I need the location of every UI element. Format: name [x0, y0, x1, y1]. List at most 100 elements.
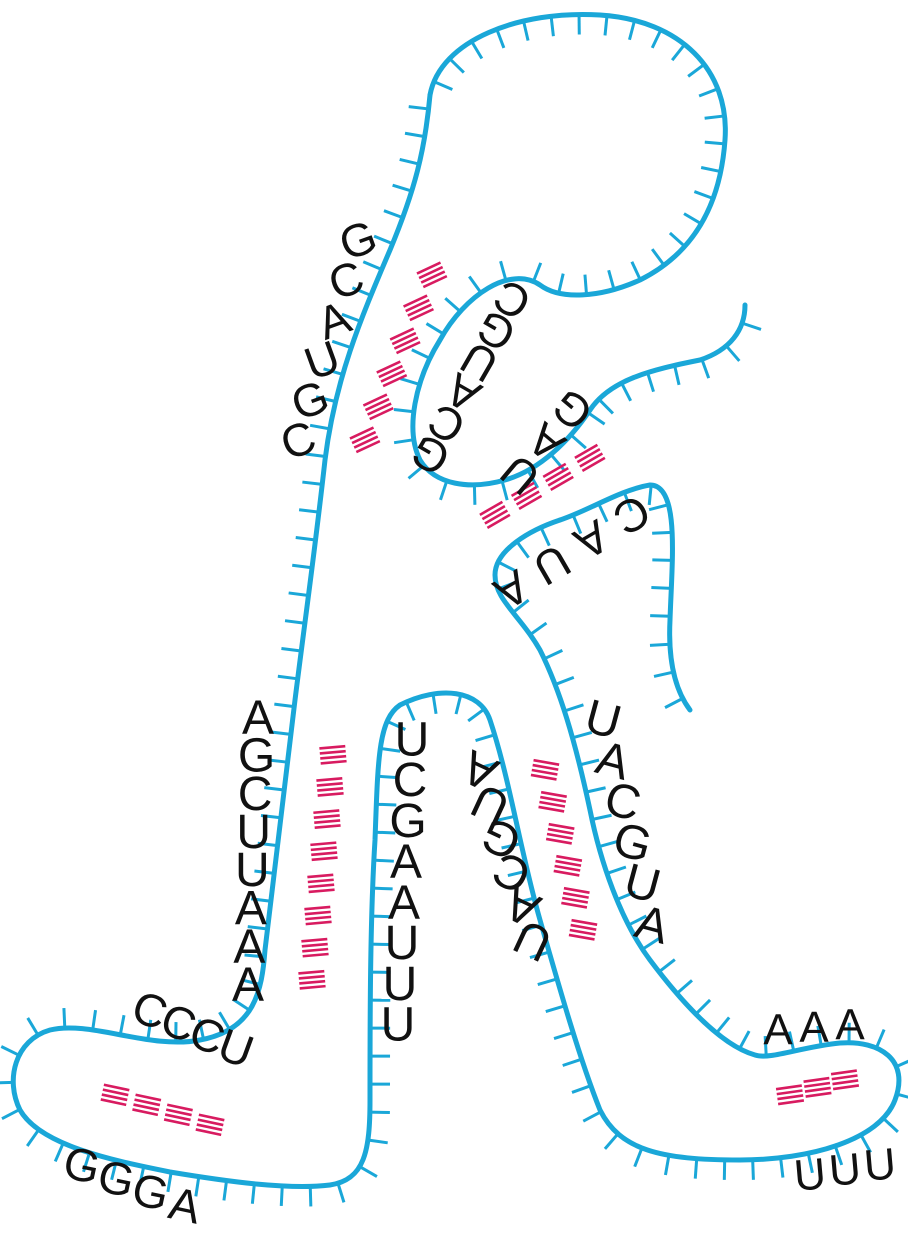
- nucleotide-tick: [670, 233, 685, 246]
- nucleotide-tick: [468, 709, 484, 721]
- base-pair-5: [349, 426, 380, 453]
- nucleotide-tick: [445, 298, 460, 311]
- nucleotide-letter: A: [232, 959, 264, 1012]
- nucleotide-tick: [433, 694, 436, 714]
- nucleotide-tick: [426, 324, 443, 334]
- nucleotide-tick: [281, 648, 301, 651]
- nucleotide-tick: [563, 1059, 582, 1065]
- nucleotide-tick: [629, 20, 634, 39]
- nucleotide-tick: [274, 704, 294, 706]
- nucleotide-tick: [474, 485, 475, 505]
- nucleotide-tick: [717, 1017, 730, 1032]
- nucleotide-tick: [394, 410, 414, 412]
- nucleotide-tick: [883, 1118, 898, 1132]
- nucleotide-tick: [605, 16, 607, 36]
- base-pair-29: [803, 1077, 831, 1098]
- nucleotide-tick: [652, 30, 661, 48]
- nucleotide-letter: A: [763, 1006, 793, 1055]
- nucleotide-tick: [384, 211, 403, 218]
- nucleotide-tick: [675, 365, 679, 384]
- nucleotide-tick: [649, 505, 668, 510]
- nucleotide-tick: [405, 133, 425, 136]
- nucleotide-tick: [546, 1006, 565, 1012]
- nucleotide-tick: [409, 107, 429, 109]
- nucleotide-tick: [469, 277, 481, 293]
- nucleotide-tick: [299, 510, 319, 512]
- base-pair-3: [376, 360, 407, 387]
- nucleotide-tick: [302, 482, 322, 484]
- nucleotide-tick: [665, 1155, 668, 1175]
- nucleotide-tick: [742, 323, 761, 329]
- nucleotide-tick: [701, 167, 721, 171]
- nucleotide-tick: [1, 1047, 19, 1056]
- nucleotide-tick: [434, 82, 452, 90]
- nucleotide-tick: [224, 1181, 227, 1201]
- nucleotide-tick: [296, 537, 316, 539]
- nucleotide-tick: [278, 676, 298, 679]
- nucleotide-tick: [27, 1130, 39, 1146]
- nucleotide-letter: U: [381, 999, 416, 1052]
- nucleotide-tick: [605, 1134, 618, 1149]
- nucleotide-tick: [876, 1030, 884, 1048]
- base-pair-21: [554, 855, 583, 877]
- nucleotide-letter: U: [827, 1144, 863, 1196]
- nucleotide-tick: [28, 1018, 38, 1035]
- nucleotide-tick: [650, 616, 670, 617]
- nucleotide-tick: [285, 621, 305, 624]
- nucleotide-tick: [695, 1159, 696, 1179]
- nucleotide-tick: [677, 980, 692, 993]
- nucleotide-tick: [64, 1008, 65, 1028]
- rna-backbone-3prime-tail: [590, 305, 745, 410]
- nucleotide-tick: [659, 960, 675, 972]
- nucleotide-tick: [530, 623, 546, 635]
- nucleotide-letter: A: [799, 1003, 829, 1052]
- nucleotide-tick: [450, 59, 464, 73]
- nucleotide-letter: U: [862, 1139, 898, 1191]
- nucleotide-letters: GCAUGCCGUACGGAUCAUAAGCUUAAAUCGAAUUUAUGCA…: [59, 209, 898, 1231]
- nucleotide-tick: [684, 214, 701, 224]
- nucleotide-tick: [360, 1167, 377, 1177]
- nucleotide-letter: U: [525, 534, 580, 596]
- nucleotide-tick: [583, 1112, 601, 1121]
- base-pair-20: [546, 823, 575, 845]
- nucleotide-letter: A: [835, 1001, 865, 1050]
- base-pair-6: [574, 444, 605, 472]
- nucleotide-tick: [649, 485, 651, 505]
- nucleotide-tick: [524, 21, 529, 40]
- nucleotide-tick: [456, 695, 461, 714]
- nucleotide-tick: [394, 440, 414, 443]
- base-pair-30: [831, 1069, 859, 1090]
- nucleotide-tick: [393, 185, 412, 191]
- nucleotide-tick: [501, 261, 506, 280]
- nucleotide-tick: [651, 587, 671, 588]
- nucleotide-tick: [599, 504, 607, 522]
- nucleotide-tick: [609, 270, 614, 289]
- base-pair-13: [310, 841, 337, 861]
- nucleotide-tick: [93, 1010, 96, 1030]
- nucleotide-tick: [554, 1033, 573, 1039]
- base-pair-19: [538, 791, 567, 813]
- nucleotide-tick: [368, 1140, 388, 1143]
- nucleotide-tick: [338, 1183, 344, 1202]
- base-pair-26: [164, 1103, 193, 1126]
- base-pair-11: [316, 777, 343, 797]
- nucleotide-tick: [120, 1015, 124, 1035]
- nucleotide-tick: [688, 64, 704, 76]
- nucleotide-tick: [654, 672, 674, 676]
- nucleotide-tick: [781, 1158, 783, 1178]
- nucleotide-tick: [538, 979, 557, 985]
- nucleotide-tick: [607, 867, 626, 873]
- nucleotide-tick: [705, 142, 725, 144]
- base-pair-17: [298, 970, 325, 990]
- base-pair-15: [304, 906, 331, 926]
- nucleotide-tick: [252, 1184, 254, 1204]
- base-pair-22: [561, 887, 590, 909]
- nucleotide-tick: [2, 1109, 20, 1118]
- nucleotide-tick: [551, 16, 553, 36]
- nucleotide-tick: [635, 1148, 642, 1167]
- nucleotide-tick: [289, 593, 309, 596]
- base-pair-27: [195, 1113, 224, 1136]
- nucleotide-tick: [533, 263, 540, 282]
- base-pair-0: [416, 261, 447, 288]
